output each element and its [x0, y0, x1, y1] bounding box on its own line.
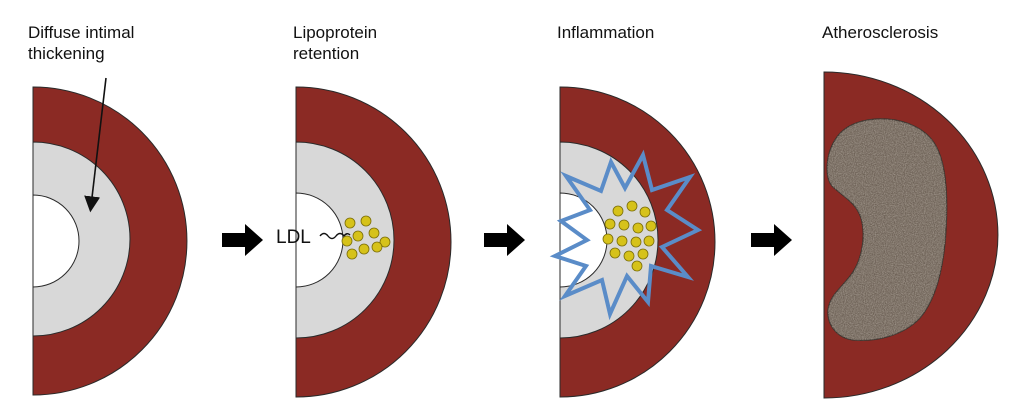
stage-2-title: Lipoprotein retention — [293, 22, 377, 64]
ldl-particle — [645, 220, 657, 232]
ldl-squiggle-path — [319, 232, 351, 240]
stage-3-title-line-1: Inflammation — [557, 23, 655, 42]
ldl-particle — [368, 227, 380, 239]
ldl-particle — [352, 230, 364, 242]
right-arrow-icon — [484, 224, 525, 256]
stage-3-title: Inflammation — [557, 22, 654, 43]
stage-1-lumen — [32, 194, 80, 288]
ldl-particle — [346, 248, 358, 260]
stage-1-pointer-arrow — [84, 77, 107, 213]
ldl-particle — [623, 250, 635, 262]
stage-4-title-line-1: Atherosclerosis — [822, 23, 939, 42]
ldl-particle — [643, 235, 655, 247]
stage-2-title-line-2: retention — [293, 44, 360, 63]
ldl-particle — [637, 248, 649, 260]
ldl-particle — [626, 200, 638, 212]
ldl-particle — [360, 215, 372, 227]
inflammation-burst-outline — [549, 149, 703, 321]
stage-2-title-line-1: Lipoprotein — [293, 23, 378, 42]
stage-1-intima-layer — [32, 141, 131, 337]
ldl-particle — [618, 219, 630, 231]
ldl-particle — [602, 233, 614, 245]
ldl-particle — [379, 236, 391, 248]
ldl-particle — [609, 247, 621, 259]
inflammation-particle-cluster — [602, 200, 657, 272]
right-arrow-icon — [222, 224, 263, 256]
ldl-particle — [612, 205, 624, 217]
ldl-particle — [631, 260, 643, 272]
stage-1-title: Diffuse intimal thickening — [28, 22, 134, 64]
right-arrow-icon — [751, 224, 792, 256]
ldl-particle — [341, 235, 353, 247]
ldl-particle — [632, 222, 644, 234]
ldl-particle — [604, 218, 616, 230]
stage-1-title-line-1: Diffuse intimal — [28, 23, 135, 42]
stage-1-title-line-2: thickening — [28, 44, 105, 63]
ldl-label: LDL — [276, 227, 311, 248]
ldl-particle — [358, 243, 370, 255]
stage-4-title: Atherosclerosis — [822, 22, 938, 43]
stage-4-plaque-texture — [827, 118, 947, 341]
ldl-particle — [616, 235, 628, 247]
ldl-particle-cluster — [341, 215, 391, 260]
stage-2-vessel — [295, 86, 452, 398]
ldl-particle — [371, 241, 383, 253]
stage-3-vessel — [549, 86, 716, 398]
stage-1-vessel — [32, 77, 188, 396]
ldl-particle — [630, 236, 642, 248]
ldl-particle — [639, 206, 651, 218]
stage-4-vessel — [823, 71, 999, 399]
ldl-particle — [344, 217, 356, 229]
